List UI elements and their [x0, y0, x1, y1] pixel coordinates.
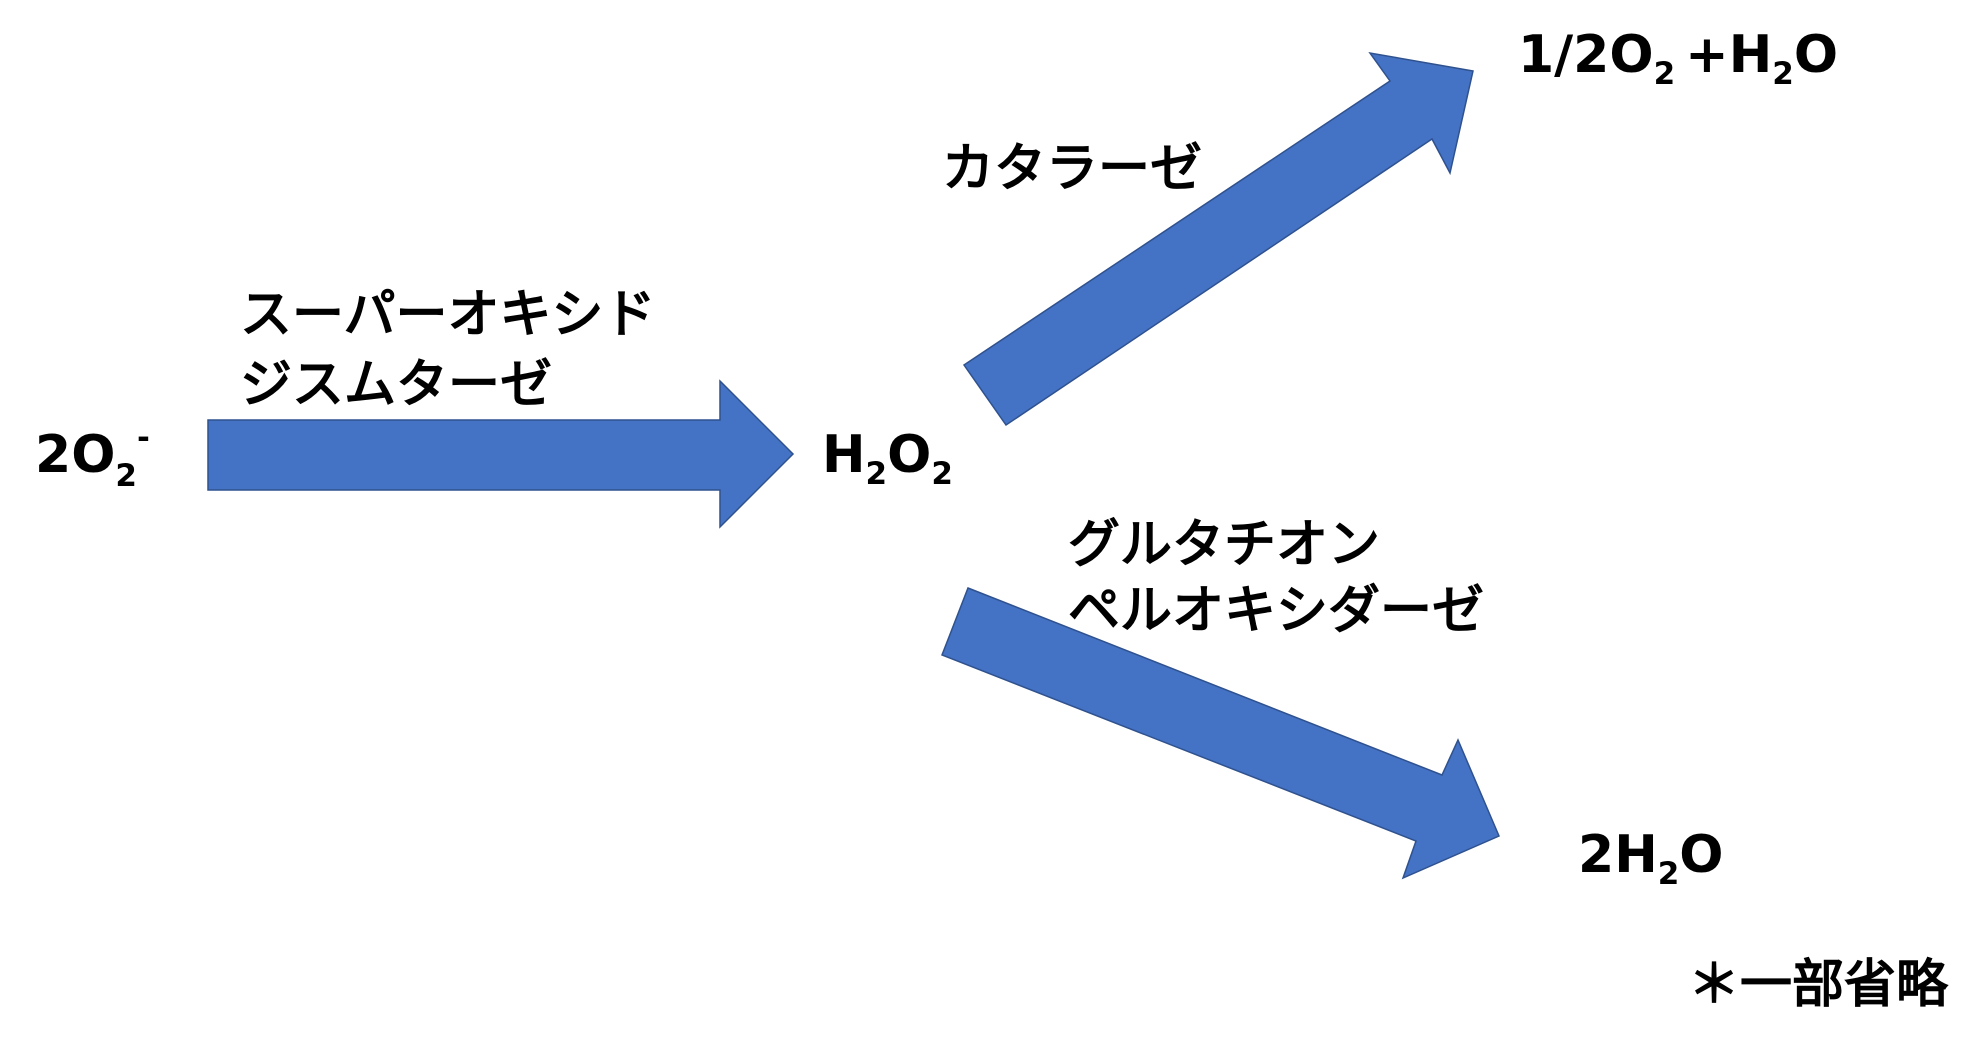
- reactant-subscript: 2: [115, 458, 137, 494]
- enzyme-sod-line2: ジスムターゼ: [240, 355, 552, 415]
- reactant-charge: -: [137, 420, 150, 456]
- intermediate-h2o2: H2O2: [822, 425, 953, 492]
- enzyme-gpx-line2: ペルオキシダーゼ: [1068, 581, 1484, 641]
- reactant-superoxide: 2O2-: [35, 420, 150, 494]
- enzyme-gpx-line1: グルタチオン: [1068, 515, 1380, 575]
- reactant-coefficient: 2: [35, 425, 71, 485]
- note-partially-omitted: ＊一部省略: [1688, 955, 1949, 1015]
- product-catalase: 1/2O2+H2O: [1518, 25, 1838, 92]
- enzyme-catalase: カタラーゼ: [942, 139, 1202, 199]
- product-gpx: 2H2O: [1578, 825, 1724, 892]
- enzyme-sod-line1: スーパーオキシド: [240, 285, 655, 345]
- reactant-element: O: [71, 425, 115, 485]
- arrow-catalase: [962, 51, 1474, 427]
- arrow-sod: [207, 379, 795, 529]
- arrow-gpx: [941, 587, 1500, 880]
